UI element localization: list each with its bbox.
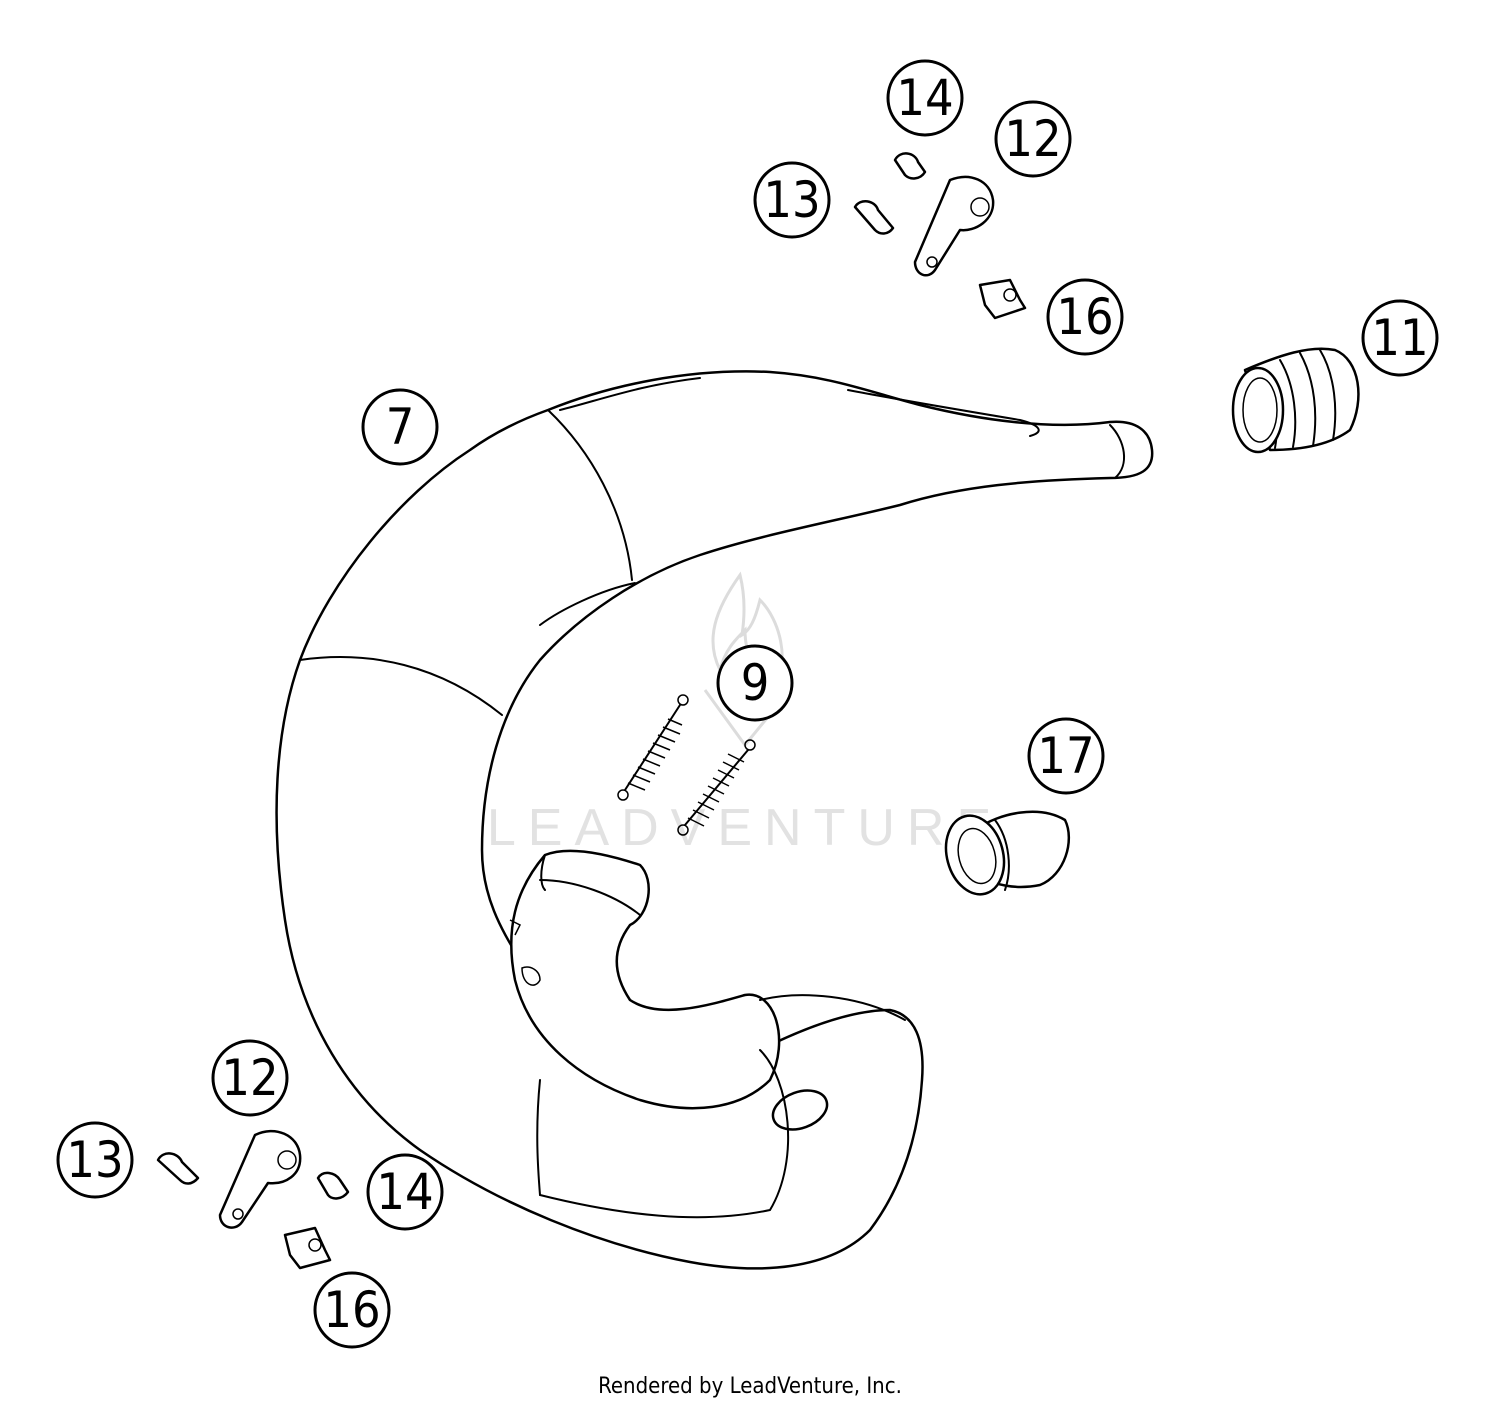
- callout-label: 9: [741, 654, 770, 712]
- callout-9: 9: [716, 644, 794, 722]
- callout-label: 17: [1037, 727, 1094, 785]
- fitting-part-17: [944, 810, 1070, 896]
- footer-credit: Rendered by LeadVenture, Inc.: [598, 1374, 902, 1399]
- bracket-assembly-bottom: [156, 1129, 350, 1270]
- callout-label: 14: [896, 69, 953, 127]
- bracket-assembly-top: [853, 152, 1027, 320]
- callout-11: 11: [1361, 299, 1439, 377]
- callout-label: 13: [763, 171, 820, 229]
- callout-label: 11: [1371, 309, 1428, 367]
- callout-label: 16: [1056, 288, 1113, 346]
- callout-label: 16: [323, 1281, 380, 1339]
- callout-7: 7: [361, 388, 439, 466]
- callout-16-top: 16: [1046, 278, 1124, 356]
- watermark-text: LEADVENTURE: [487, 799, 1003, 857]
- exhaust-pipe-part-7: [275, 370, 1154, 1270]
- leadventure-watermark: LEADVENTURE: [487, 571, 1003, 857]
- boot-part-11: [1231, 347, 1360, 454]
- callout-12-top: 12: [994, 100, 1072, 178]
- callout-13-bottom: 13: [56, 1121, 134, 1199]
- callout-17: 17: [1027, 717, 1105, 795]
- callout-16-bottom: 16: [313, 1271, 391, 1349]
- callout-14-bottom: 14: [366, 1153, 444, 1231]
- callout-14-top: 14: [886, 59, 964, 137]
- callout-12-bottom: 12: [211, 1039, 289, 1117]
- callout-13-top: 13: [753, 161, 831, 239]
- callout-label: 12: [221, 1049, 278, 1107]
- callout-label: 14: [376, 1163, 433, 1221]
- callout-label: 12: [1004, 110, 1061, 168]
- spring-part-9: [617, 694, 756, 836]
- callout-label: 13: [66, 1131, 123, 1189]
- callout-label: 7: [386, 398, 415, 456]
